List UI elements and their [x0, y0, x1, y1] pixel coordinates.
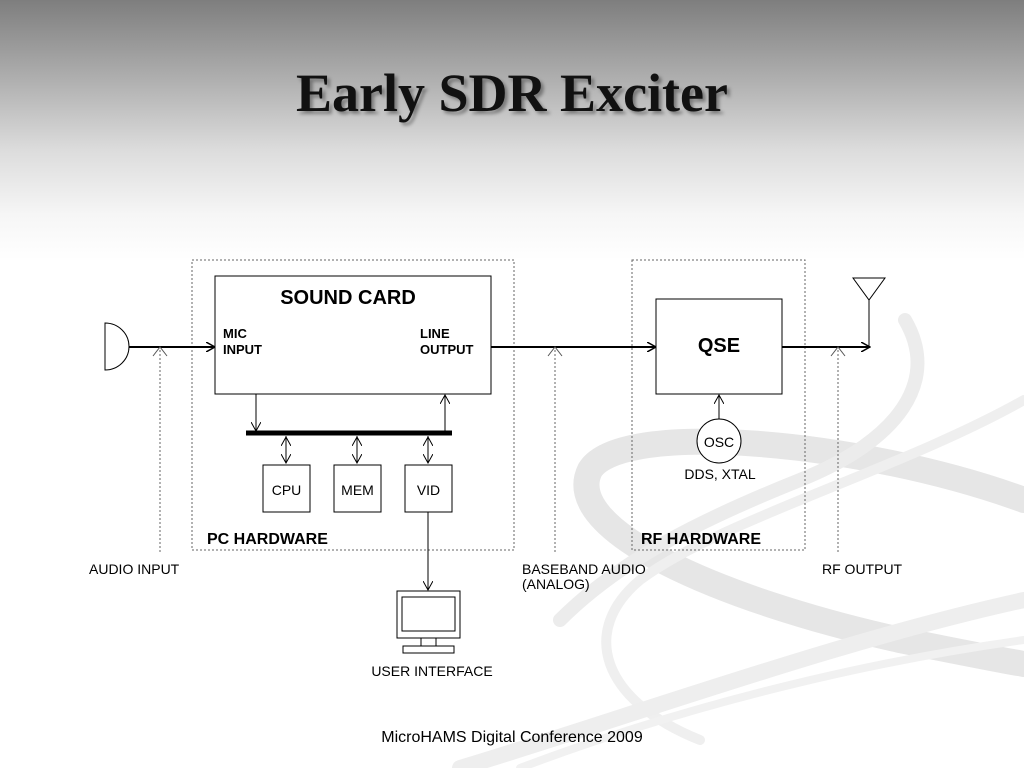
microphone-icon: [104, 322, 130, 371]
sound-card-title: SOUND CARD: [280, 287, 416, 309]
cpu-label: CPU: [272, 482, 302, 498]
rf-output-label: RF OUTPUT: [822, 561, 903, 577]
rf-hardware-label: RF HARDWARE: [641, 531, 761, 548]
osc-caption: DDS, XTAL: [684, 466, 756, 482]
vid-label: VID: [417, 482, 440, 498]
rf-output-probe: [830, 346, 846, 552]
slide-title: Early SDR Exciter: [296, 63, 728, 123]
qse-box: [655, 298, 783, 395]
line-output-label-line1: LINE: [420, 326, 450, 341]
osc-circle: [696, 418, 742, 464]
rf-hardware-group: [631, 259, 806, 551]
mem-label: MEM: [341, 482, 374, 498]
qse-label: QSE: [698, 335, 740, 357]
mic-input-label-line1: MIC: [223, 326, 247, 341]
vid-box: [404, 464, 453, 513]
slide-footer: MicroHAMS Digital Conference 2009: [381, 729, 643, 746]
sound-card-box: [214, 275, 492, 395]
line-output-label-line2: OUTPUT: [420, 342, 474, 357]
baseband-audio-label-line2: (ANALOG): [522, 576, 590, 592]
audio-input-label: AUDIO INPUT: [89, 561, 180, 577]
pc-hardware-group: [191, 259, 515, 551]
audio-input-probe: [152, 346, 168, 552]
baseband-audio-probe: [547, 346, 563, 552]
mic-input-label-line2: INPUT: [223, 342, 262, 357]
osc-label: OSC: [704, 434, 734, 450]
antenna-icon: [852, 277, 886, 347]
baseband-audio-label-line1: BASEBAND AUDIO: [522, 561, 646, 577]
monitor-icon: [396, 590, 461, 654]
cpu-box: [262, 464, 311, 513]
user-interface-label: USER INTERFACE: [371, 663, 492, 679]
mem-box: [333, 464, 382, 513]
pc-hardware-label: PC HARDWARE: [207, 531, 328, 548]
